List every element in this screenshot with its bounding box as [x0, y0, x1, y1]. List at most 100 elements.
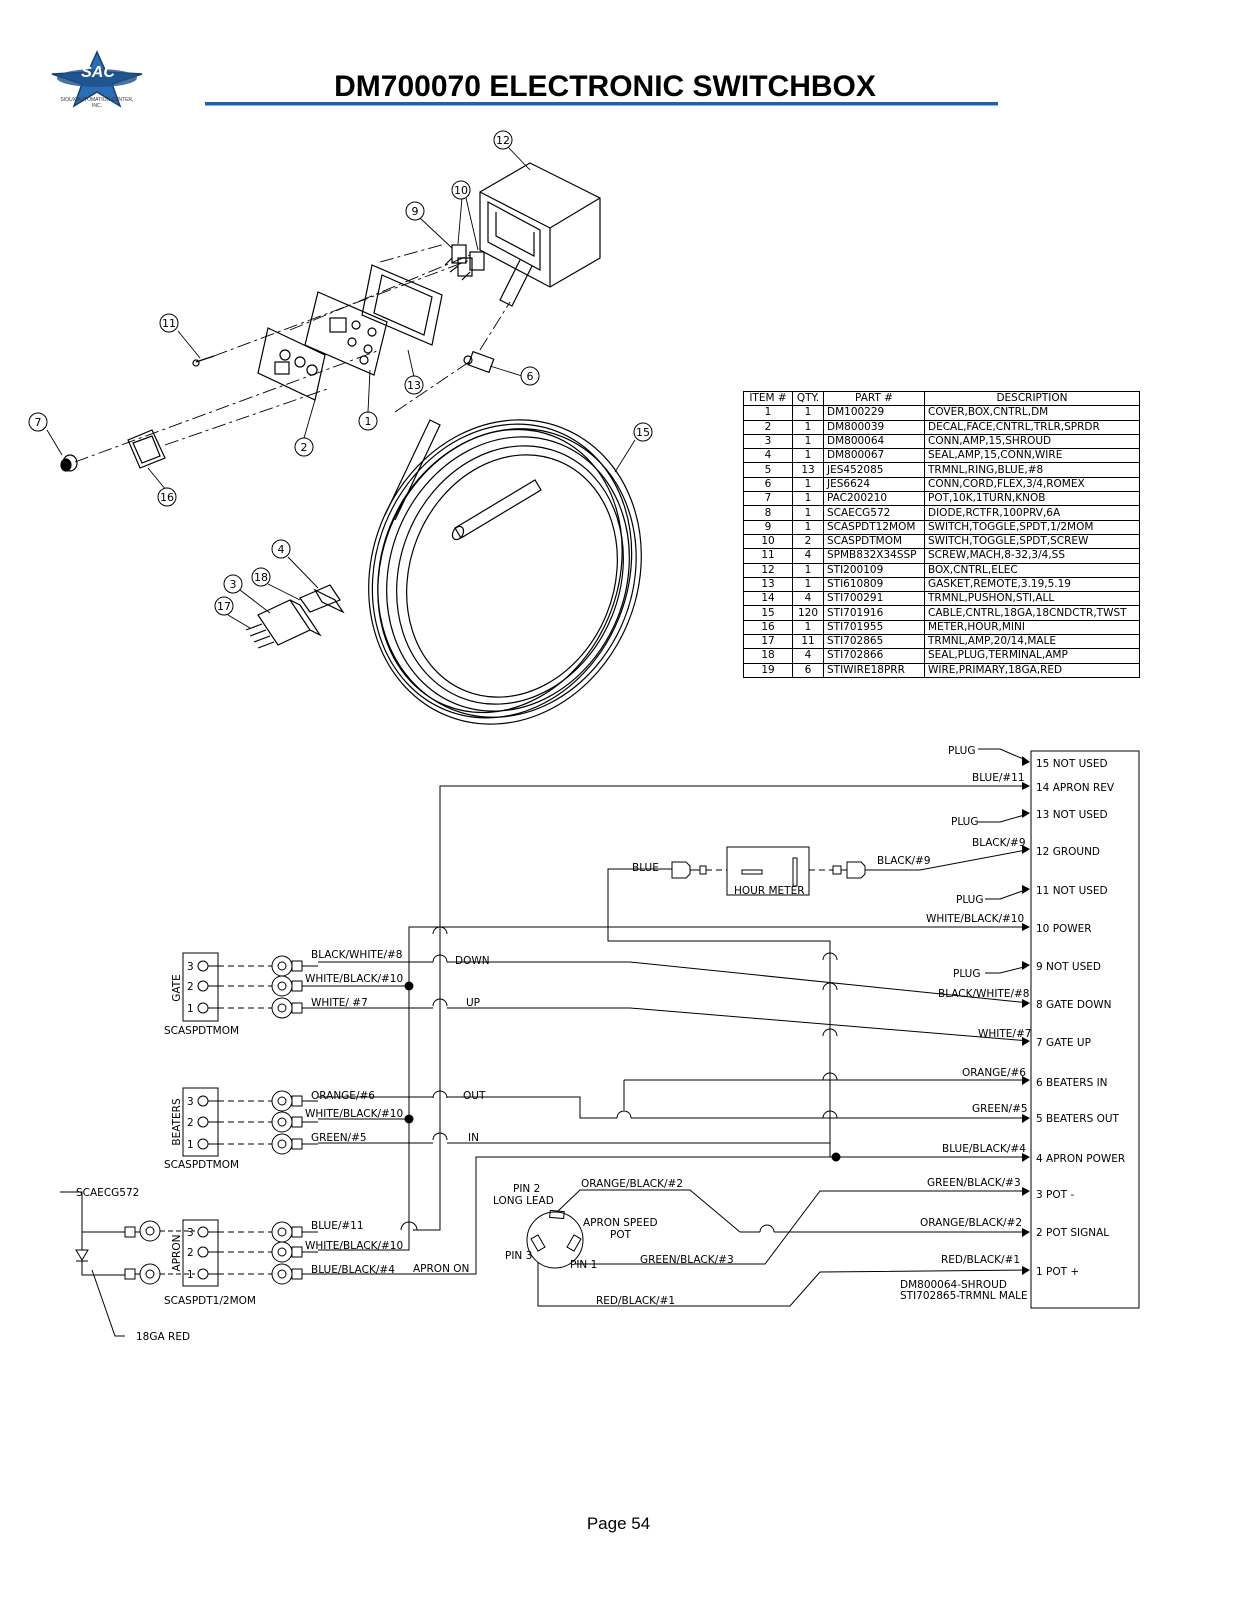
terminal-label: 7 GATE UP [1036, 1037, 1091, 1049]
switch-pin-number: 3 [187, 1096, 194, 1108]
switch-part-number: SCASPDTMOM [164, 1025, 239, 1037]
logo-subtext: SIOUX AUTOMATION CENTER, INC. [60, 97, 134, 109]
terminal-wire-label: BLUE/BLACK/#4 [942, 1143, 1026, 1155]
terminal-label: 6 BEATERS IN [1036, 1077, 1108, 1089]
pot-green-wire-label: GREEN/BLACK/#3 [640, 1254, 734, 1266]
hour-meter-box [726, 846, 810, 896]
logo-text: SAC [81, 64, 115, 81]
ring-terminal-hole [277, 1269, 287, 1279]
switch-part-number: SCASPDT1/2MOM [164, 1295, 256, 1307]
switch-wire-label: GREEN/#5 [311, 1132, 367, 1144]
callout-number: 1 [365, 415, 372, 428]
terminal-label: 11 NOT USED [1036, 885, 1108, 897]
hour-meter-label: HOUR METER [734, 885, 805, 897]
ring-terminal [271, 1263, 293, 1285]
ring-terminal [271, 1221, 293, 1243]
ring-terminal [271, 1133, 293, 1155]
terminal-label: 1 POT + [1036, 1266, 1079, 1278]
switch-name: BEATERS [171, 1098, 183, 1146]
terminal-label: 14 APRON REV [1036, 782, 1115, 794]
gate-up-label: UP [466, 997, 480, 1009]
terminal-wire-label: PLUG [956, 894, 983, 906]
terminal-label: 9 NOT USED [1036, 961, 1101, 973]
terminal-wire-label: WHITE/BLACK/#10 [926, 913, 1024, 925]
callout-circle [404, 375, 424, 395]
terminal-label: 8 GATE DOWN [1036, 999, 1112, 1011]
callout-number: 18 [254, 571, 268, 584]
callout-circle [520, 366, 540, 386]
pot-knob [60, 454, 78, 472]
terminal-label: 2 POT SIGNAL [1036, 1227, 1109, 1239]
switch-pin-number: 3 [187, 1227, 194, 1239]
pot-body [526, 1211, 584, 1269]
callout-circle [451, 180, 471, 200]
screw [195, 355, 215, 363]
page-title: DM700070 ELECTRONIC SWITCHBOX [334, 70, 876, 103]
callout-circle [358, 411, 378, 431]
terminal-wire-label: GREEN/#5 [972, 1103, 1028, 1115]
apron-switch-body [182, 1219, 219, 1287]
switch-pin [197, 1246, 209, 1258]
description-cell: SWITCH,TOGGLE,SPDT,1/2MOM [924, 519, 1140, 535]
qty-cell: 6 [792, 662, 824, 678]
terminal-label: 13 NOT USED [1036, 809, 1108, 821]
switch-pin-number: 1 [187, 1139, 194, 1151]
callout-number: 3 [230, 578, 237, 591]
diode-part-label: SCAECG572 [76, 1187, 139, 1199]
pot-pin2-sub-label: LONG LEAD [493, 1195, 554, 1207]
switch-pin [197, 1116, 209, 1128]
page-number: Page 54 [586, 1514, 651, 1533]
terminal-wire-label: PLUG [953, 968, 980, 980]
callout-circle [157, 487, 177, 507]
terminal-wire-label: ORANGE/#6 [962, 1067, 1026, 1079]
item-cell: 19 [743, 662, 793, 678]
shroud-note: DM800064-SHROUD [900, 1279, 1007, 1291]
part-cell: SPMB832X34SSP [823, 548, 925, 564]
diode-wire-label: 18GA RED [136, 1331, 190, 1343]
apron-on-label: APRON ON [413, 1263, 469, 1275]
toggle-switches [444, 244, 485, 281]
switch-pin [197, 1095, 209, 1107]
switch-wire-label: WHITE/BLACK/#10 [305, 1108, 403, 1120]
exploded-view-drawing [46, 146, 642, 725]
callout-number: 11 [162, 317, 176, 330]
ring-terminal-hole [277, 1096, 287, 1106]
callout-number: 13 [407, 379, 421, 392]
description-cell: SEAL,PLUG,TERMINAL,AMP [924, 648, 1140, 664]
switch-pin-number: 1 [187, 1003, 194, 1015]
pot-pin2-label: PIN 2 [513, 1183, 540, 1195]
assembly-lines [74, 243, 511, 463]
callout-number: 7 [35, 416, 42, 429]
ring-terminal [271, 1111, 293, 1133]
switch-pin [197, 960, 209, 972]
terminal-label: 3 POT - [1036, 1189, 1074, 1201]
switch-pins [197, 955, 318, 1285]
ring-crimp [291, 1002, 303, 1014]
description-cell: TRMNL,AMP,20/14,MALE [924, 634, 1140, 650]
switch-pin [197, 1226, 209, 1238]
switch-pin [197, 980, 209, 992]
pot-label: APRON SPEED [583, 1217, 658, 1229]
callout-leaders [46, 146, 636, 629]
callout-circle [271, 539, 291, 559]
amp-connector [245, 584, 345, 649]
terminal-wire-label: BLACK/#9 [972, 837, 1026, 849]
pot-red-wire-label: RED/BLACK/#1 [596, 1295, 675, 1307]
terminal-wire-label: WHITE/#7 [978, 1028, 1031, 1040]
switch-part-number: SCASPDTMOM [164, 1159, 239, 1171]
description-cell: SCREW,MACH,8-32,3/4,SS [924, 548, 1140, 564]
callout-number: 16 [160, 491, 174, 504]
switch-wire-label: WHITE/BLACK/#10 [305, 973, 403, 985]
callout-number: 10 [454, 184, 468, 197]
switch-pin-number: 2 [187, 1117, 194, 1129]
